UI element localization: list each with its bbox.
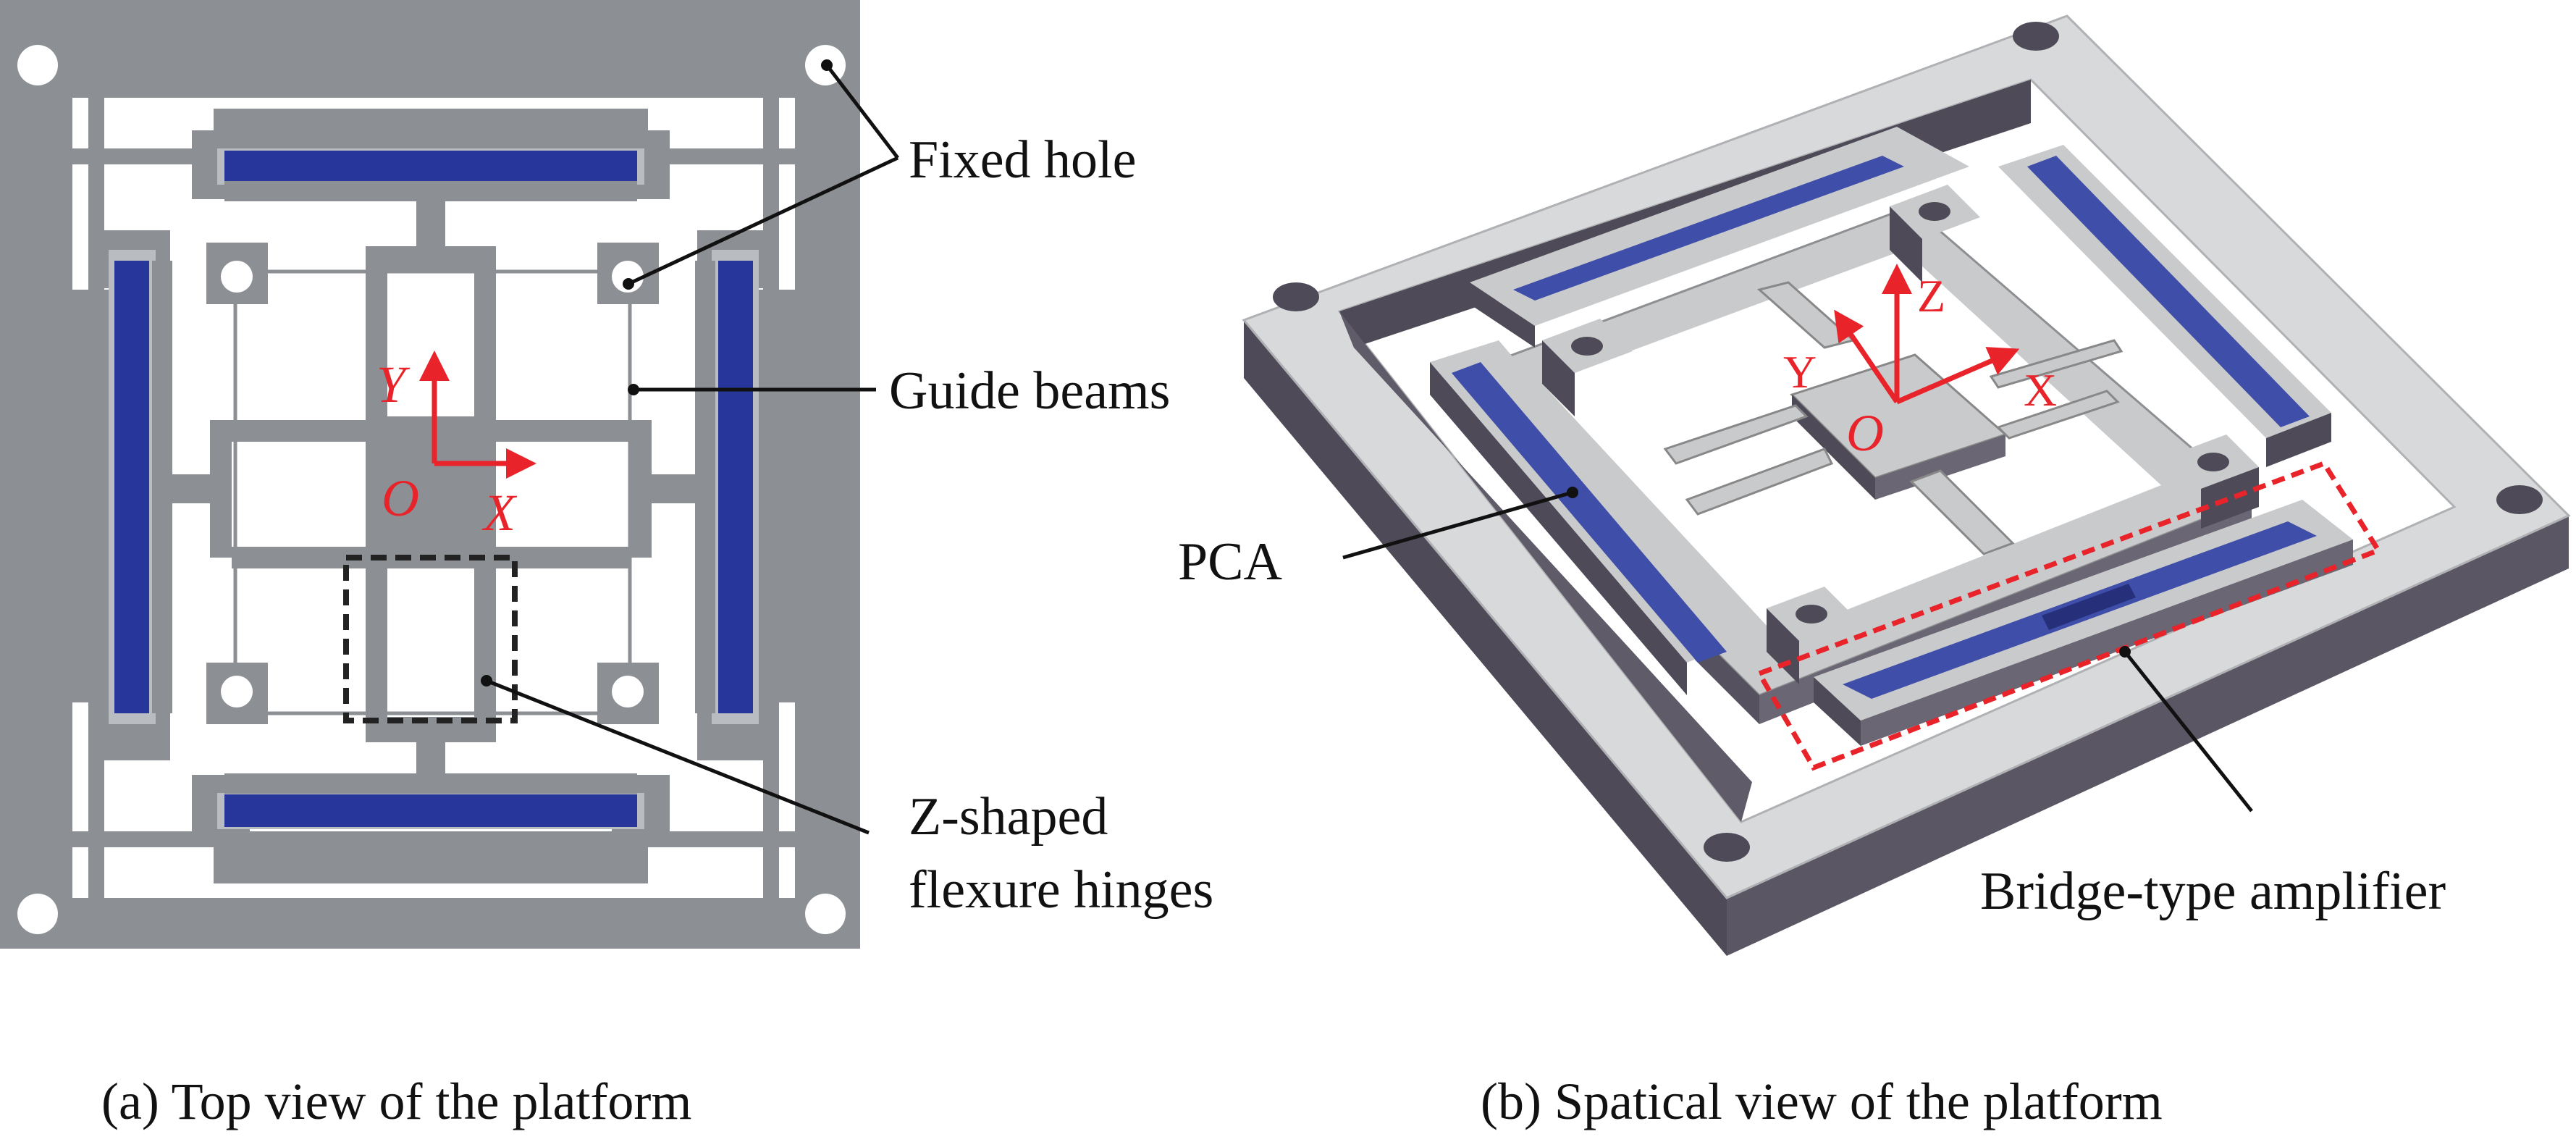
frame-hole-4 — [1704, 833, 1750, 862]
axis-origin-label: O — [382, 469, 419, 527]
callout-lines-a — [480, 59, 899, 835]
callout-lines-b — [1342, 486, 2253, 813]
central-stage — [366, 416, 496, 568]
fixed-hole-bl — [17, 894, 58, 934]
pca-right — [718, 261, 753, 713]
caption-b: (b) Spatical view of the platform — [1481, 1072, 2163, 1130]
axes-top-view: Y O X — [376, 350, 536, 542]
amplifier-3d-right — [1998, 145, 2331, 467]
label-guide-beams: Guide beams — [889, 361, 1170, 421]
axis3d-x-label: X — [2024, 364, 2057, 416]
axis3d-origin-label: O — [1846, 404, 1884, 462]
amplifier-right — [695, 230, 795, 760]
axis-x-label: X — [481, 484, 518, 542]
blocks-3d — [1542, 185, 2259, 684]
amplifier-3d-bottom — [1814, 500, 2353, 746]
bridge-amplifier-highlight-box — [1755, 460, 2383, 771]
mounting-blocks — [206, 243, 659, 724]
amplifier-bottom — [192, 773, 670, 883]
pca-bottom — [224, 794, 637, 827]
frame-side-front-right — [1727, 516, 2569, 956]
axis3d-z-label: Z — [1917, 270, 1945, 322]
amplifier-left — [72, 230, 172, 760]
frame-hole-3 — [2496, 485, 2543, 514]
amplifier-3d-left — [1430, 340, 1752, 695]
outer-frame — [0, 0, 860, 949]
frame-hole-2 — [2013, 22, 2059, 51]
amplifier-top — [192, 109, 670, 201]
spatial-view-panel: Z Y X O PCA Bridge-type amplifier — [1178, 14, 2571, 956]
pca-top — [224, 151, 637, 183]
label-z-hinge-2: flexure hinges — [909, 860, 1213, 920]
label-fixed-hole: Fixed hole — [909, 130, 1136, 190]
label-pca: PCA — [1178, 532, 1282, 592]
label-z-hinge-1: Z-shaped — [909, 787, 1108, 847]
z-hinge-highlight-box — [343, 555, 518, 723]
caption-a: (a) Top view of the platform — [101, 1072, 691, 1130]
top-view-panel: Y O X Fixed hole Guide beams Z-shaped fl… — [0, 0, 1213, 949]
label-bridge-amplifier: Bridge-type amplifier — [1980, 862, 2446, 921]
axis3d-y-label: Y — [1783, 346, 1817, 398]
fixed-hole-tl — [17, 45, 58, 85]
frame-hole-1 — [1273, 282, 1319, 311]
central-structure — [170, 199, 695, 789]
fixed-hole-br — [805, 894, 846, 934]
pca-left — [114, 261, 149, 713]
amplifier-3d-top — [1470, 127, 1969, 348]
axes-3d: Z Y X O — [1783, 264, 2057, 462]
frame-side-front-left — [1244, 320, 1727, 956]
axis-y-label: Y — [376, 356, 411, 413]
